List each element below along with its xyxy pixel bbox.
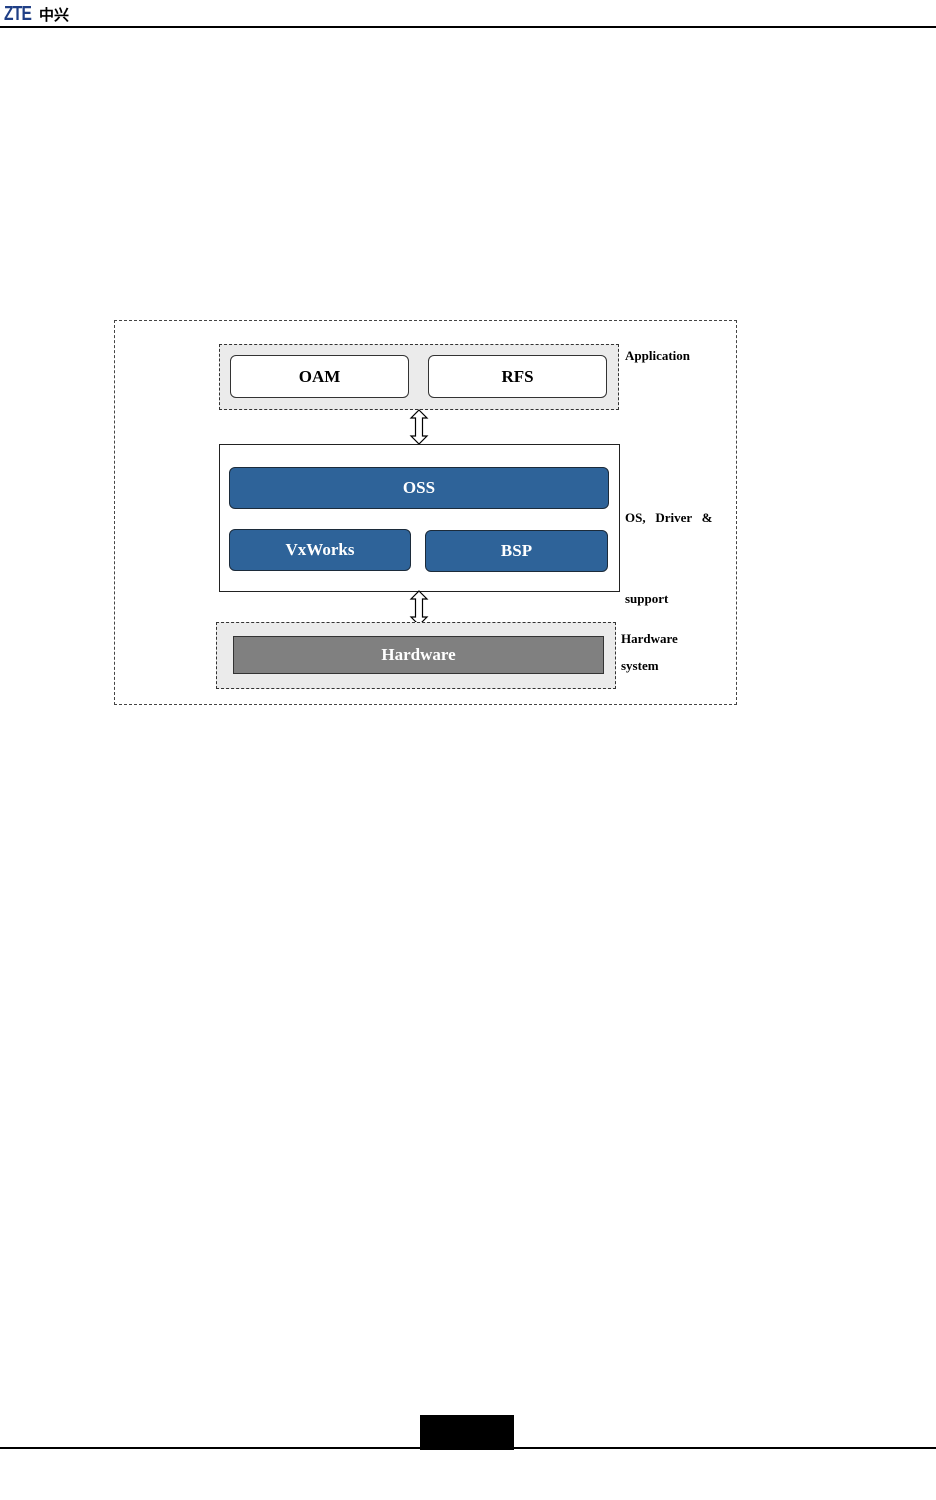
footer-rule: [0, 1447, 936, 1449]
page-number-tab: [420, 1415, 514, 1450]
hardware-label-line1: Hardware: [621, 625, 678, 652]
double-arrow-icon: [409, 409, 429, 445]
software-architecture-diagram: OAM RFS Application OSS VxWorks BSP OS, …: [0, 0, 936, 720]
rfs-module: RFS: [428, 355, 607, 398]
oss-module: OSS: [229, 467, 609, 509]
vxworks-module: VxWorks: [229, 529, 411, 571]
hardware-layer-label: Hardware system: [621, 625, 678, 679]
os-label-line2: support: [625, 585, 713, 612]
hardware-label-line2: system: [621, 652, 678, 679]
bsp-module: BSP: [425, 530, 608, 572]
hardware-module: Hardware: [233, 636, 604, 674]
application-label-text: Application: [625, 348, 690, 363]
oam-module: OAM: [230, 355, 409, 398]
double-arrow-icon: [409, 590, 429, 626]
os-label-line1: OS, Driver &: [625, 504, 713, 531]
application-layer-label: Application: [625, 342, 690, 369]
